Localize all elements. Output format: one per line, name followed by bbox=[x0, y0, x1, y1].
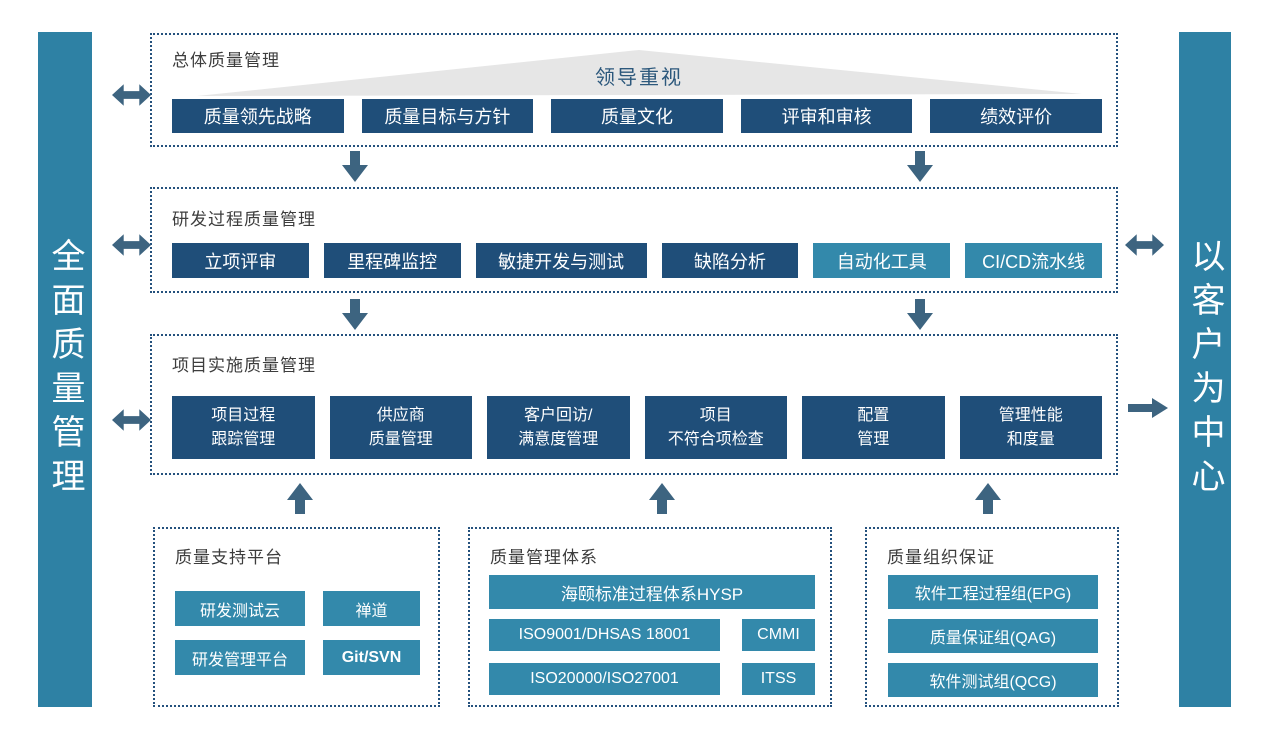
section-quality-org-guarantee: 质量组织保证 软件工程过程组(EPG) 质量保证组(QAG) 软件测试组(QCG… bbox=[865, 527, 1119, 707]
chip-epg-group: 软件工程过程组(EPG) bbox=[888, 575, 1098, 609]
chip-rnd-mgmt-platform: 研发管理平台 bbox=[175, 640, 305, 675]
chip-line2: 质量管理 bbox=[368, 430, 433, 448]
double-arrow-icon bbox=[112, 234, 151, 256]
chip-rnd-test-cloud: 研发测试云 bbox=[175, 591, 305, 626]
chip-supplier-quality: 供应商 质量管理 bbox=[329, 396, 472, 459]
chip-project-process-tracking: 项目过程 跟踪管理 bbox=[172, 396, 315, 459]
section-title: 质量管理体系 bbox=[490, 548, 598, 567]
section-title: 项目实施质量管理 bbox=[172, 356, 316, 375]
chip-hysp-standard-process: 海颐标准过程体系HYSP bbox=[489, 575, 815, 609]
chip-agile-dev-test: 敏捷开发与测试 bbox=[475, 243, 647, 278]
section-rnd-process-quality: 研发过程质量管理 立项评审 里程碑监控 敏捷开发与测试 缺陷分析 自动化工具 C… bbox=[150, 187, 1118, 293]
support-platform-grid: 研发测试云 禅道 研发管理平台 Git/SVN bbox=[175, 591, 420, 675]
chip-project-approval-review: 立项评审 bbox=[172, 243, 309, 278]
section-title: 研发过程质量管理 bbox=[172, 210, 316, 229]
down-arrow-icon bbox=[342, 299, 368, 330]
chip-customer-visit-satisfaction: 客户回访/ 满意度管理 bbox=[487, 396, 630, 459]
chip-line2: 管理 bbox=[857, 430, 890, 448]
down-arrow-icon bbox=[907, 151, 933, 182]
chip-line2: 不符合项检查 bbox=[667, 430, 764, 448]
down-arrow-icon bbox=[907, 299, 933, 330]
chip-line1: 项目 bbox=[699, 406, 732, 424]
chip-performance-eval: 绩效评价 bbox=[930, 99, 1102, 133]
left-bar-total-quality: 全面质量管理 bbox=[38, 32, 92, 707]
chip-cmmi: CMMI bbox=[742, 619, 815, 651]
double-arrow-icon bbox=[112, 84, 151, 106]
chip-git-svn: Git/SVN bbox=[323, 640, 420, 675]
chip-configuration-management: 配置 管理 bbox=[802, 396, 945, 459]
project-button-row: 项目过程 跟踪管理 供应商 质量管理 客户回访/ 满意度管理 项目 不符合项检查… bbox=[172, 396, 1102, 459]
up-arrow-icon bbox=[975, 483, 1001, 514]
chip-line2: 和度量 bbox=[1006, 430, 1055, 448]
up-arrow-icon bbox=[649, 483, 675, 514]
chip-review-audit: 评审和审核 bbox=[740, 99, 913, 133]
chip-cicd-pipeline: CI/CD流水线 bbox=[965, 243, 1102, 278]
chip-qag-group: 质量保证组(QAG) bbox=[888, 619, 1098, 653]
chip-nonconformity-check: 项目 不符合项检查 bbox=[644, 396, 787, 459]
chip-itss: ITSS bbox=[742, 663, 815, 695]
chip-zentao: 禅道 bbox=[323, 591, 420, 626]
double-arrow-icon bbox=[1125, 234, 1164, 256]
right-bar-customer-centric: 以客户为中心 bbox=[1179, 32, 1231, 707]
chip-line1: 供应商 bbox=[376, 406, 425, 424]
up-arrow-icon bbox=[287, 483, 313, 514]
chip-quality-strategy: 质量领先战略 bbox=[172, 99, 344, 133]
chip-iso9001-dhsas: ISO9001/DHSAS 18001 bbox=[489, 619, 720, 651]
down-arrow-icon bbox=[342, 151, 368, 182]
chip-line2: 满意度管理 bbox=[518, 430, 599, 448]
overall-button-row: 质量领先战略 质量目标与方针 质量文化 评审和审核 绩效评价 bbox=[172, 99, 1102, 133]
right-arrow-icon bbox=[1128, 398, 1168, 418]
chip-iso20000-iso27001: ISO20000/ISO27001 bbox=[489, 663, 720, 695]
section-title: 总体质量管理 bbox=[172, 51, 280, 70]
chip-qcg-group: 软件测试组(QCG) bbox=[888, 663, 1098, 697]
section-title: 质量组织保证 bbox=[887, 548, 995, 567]
leadership-banner-label: 领导重视 bbox=[595, 67, 683, 89]
left-bar-label: 全面质量管理 bbox=[46, 237, 84, 502]
section-quality-support-platform: 质量支持平台 研发测试云 禅道 研发管理平台 Git/SVN bbox=[153, 527, 440, 707]
section-quality-mgmt-system: 质量管理体系 海颐标准过程体系HYSP ISO9001/DHSAS 18001 … bbox=[468, 527, 832, 707]
right-bar-label: 以客户为中心 bbox=[1186, 237, 1224, 502]
chip-line1: 客户回访/ bbox=[524, 406, 593, 424]
chip-line1: 管理性能 bbox=[998, 406, 1063, 424]
chip-defect-analysis: 缺陷分析 bbox=[661, 243, 799, 278]
section-project-impl-quality: 项目实施质量管理 项目过程 跟踪管理 供应商 质量管理 客户回访/ 满意度管理 … bbox=[150, 334, 1118, 475]
section-overall-quality: 总体质量管理 领导重视 质量领先战略 质量目标与方针 质量文化 评审和审核 绩效… bbox=[150, 33, 1118, 147]
chip-automation-tools: 自动化工具 bbox=[813, 243, 951, 278]
chip-quality-goals: 质量目标与方针 bbox=[361, 99, 534, 133]
chip-performance-measurement: 管理性能 和度量 bbox=[959, 396, 1102, 459]
section-title: 质量支持平台 bbox=[175, 548, 283, 567]
chip-line2: 跟踪管理 bbox=[211, 430, 276, 448]
chip-line1: 配置 bbox=[857, 406, 890, 424]
chip-line1: 项目过程 bbox=[211, 406, 276, 424]
chip-quality-culture: 质量文化 bbox=[551, 99, 723, 133]
chip-milestone-monitoring: 里程碑监控 bbox=[323, 243, 461, 278]
rnd-button-row: 立项评审 里程碑监控 敏捷开发与测试 缺陷分析 自动化工具 CI/CD流水线 bbox=[172, 243, 1102, 278]
double-arrow-icon bbox=[112, 409, 151, 431]
